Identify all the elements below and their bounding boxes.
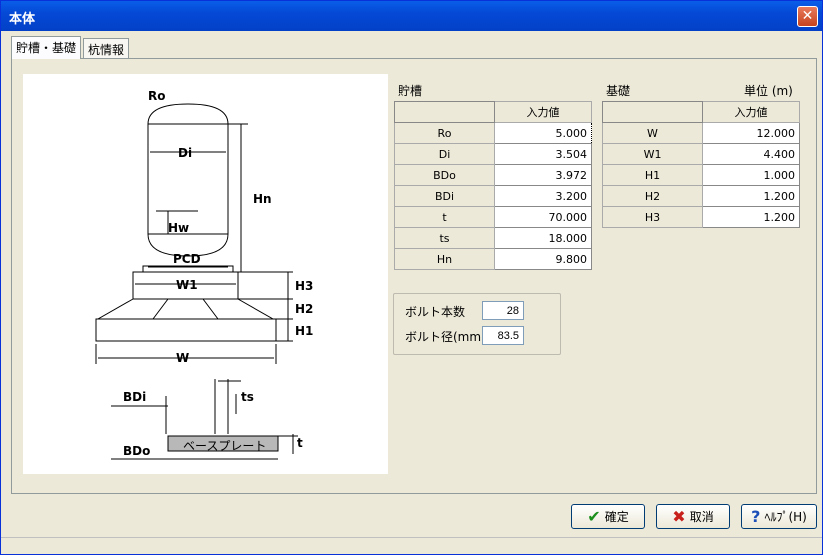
ok-button[interactable]: ✔ 確定 xyxy=(571,504,645,529)
row-name: BDi xyxy=(394,185,495,207)
row-name: ts xyxy=(394,227,495,249)
value-cell[interactable]: 9.800 xyxy=(494,248,592,270)
label-ro: Ro xyxy=(148,89,166,103)
help-button[interactable]: ? ﾍﾙﾌﾟ(H) xyxy=(741,504,817,529)
tab-label: 貯槽・基礎 xyxy=(16,41,77,55)
value-cell[interactable]: 4.400 xyxy=(702,143,800,165)
label-w1: W1 xyxy=(176,278,198,292)
check-icon: ✔ xyxy=(587,507,601,526)
row-name: W xyxy=(602,122,703,144)
tank-section-title: 貯槽 xyxy=(398,84,423,98)
tank-diagram: Ro Di Hn Hw PCD W1 H3 H2 H1 W BDi ts BDo… xyxy=(23,74,388,474)
corner-cell xyxy=(602,101,703,123)
bolt-diameter-input[interactable] xyxy=(482,326,524,345)
label-pcd: PCD xyxy=(173,252,201,266)
label-h1: H1 xyxy=(295,324,314,338)
bolt-diameter-label: ボルト径(mm) xyxy=(405,330,486,344)
label-ts: ts xyxy=(241,390,254,404)
row-name: Di xyxy=(394,143,495,165)
cross-icon: ✖ xyxy=(672,507,686,526)
value-cell[interactable]: 1.000 xyxy=(702,164,800,186)
value-cell[interactable]: 5.000 xyxy=(494,122,592,144)
row-name: Hn xyxy=(394,248,495,270)
value-cell[interactable]: 18.000 xyxy=(494,227,592,249)
bolt-group xyxy=(393,293,561,355)
label-hn: Hn xyxy=(253,192,272,206)
title-bar[interactable]: 本体 ✕ xyxy=(1,1,822,31)
label-di: Di xyxy=(178,146,193,160)
window-title: 本体 xyxy=(9,12,36,27)
close-icon[interactable]: ✕ xyxy=(797,6,818,27)
cancel-button[interactable]: ✖ 取消 xyxy=(656,504,730,529)
status-bar xyxy=(1,537,822,555)
label-h2: H2 xyxy=(295,302,314,316)
label-w: W xyxy=(176,351,190,365)
help-button-label: ﾍﾙﾌﾟ(H) xyxy=(764,510,807,524)
value-cell[interactable]: 1.200 xyxy=(702,185,800,207)
label-bdo: BDo xyxy=(123,444,151,458)
unit-label: 単位 (m) xyxy=(744,84,793,98)
value-cell[interactable]: 12.000 xyxy=(702,122,800,144)
row-name: W1 xyxy=(602,143,703,165)
value-cell[interactable]: 70.000 xyxy=(494,206,592,228)
bolt-count-label: ボルト本数 xyxy=(405,305,466,319)
tab-label: 杭情報 xyxy=(88,43,125,57)
column-header: 入力値 xyxy=(702,101,800,123)
bolt-count-input[interactable] xyxy=(482,301,524,320)
value-cell[interactable]: 3.200 xyxy=(494,185,592,207)
label-h3: H3 xyxy=(295,279,314,293)
row-name: Ro xyxy=(394,122,495,144)
ok-button-label: 確定 xyxy=(604,510,629,524)
value-cell[interactable]: 3.504 xyxy=(494,143,592,165)
foundation-section-title: 基礎 xyxy=(606,84,631,98)
tab-pile-info[interactable]: 杭情報 xyxy=(83,38,130,58)
row-name: H3 xyxy=(602,206,703,228)
value-cell[interactable]: 3.972 xyxy=(494,164,592,186)
column-header: 入力値 xyxy=(494,101,592,123)
row-name: BDo xyxy=(394,164,495,186)
question-icon: ? xyxy=(751,507,761,526)
label-bdi: BDi xyxy=(123,390,147,404)
label-hw: Hw xyxy=(168,221,190,235)
label-baseplate: ベースプレート xyxy=(183,439,267,453)
tab-tank-foundation[interactable]: 貯槽・基礎 xyxy=(11,36,82,59)
label-t: t xyxy=(297,436,303,450)
row-name: H1 xyxy=(602,164,703,186)
corner-cell xyxy=(394,101,495,123)
row-name: t xyxy=(394,206,495,228)
row-name: H2 xyxy=(602,185,703,207)
value-cell[interactable]: 1.200 xyxy=(702,206,800,228)
cancel-button-label: 取消 xyxy=(689,510,714,524)
